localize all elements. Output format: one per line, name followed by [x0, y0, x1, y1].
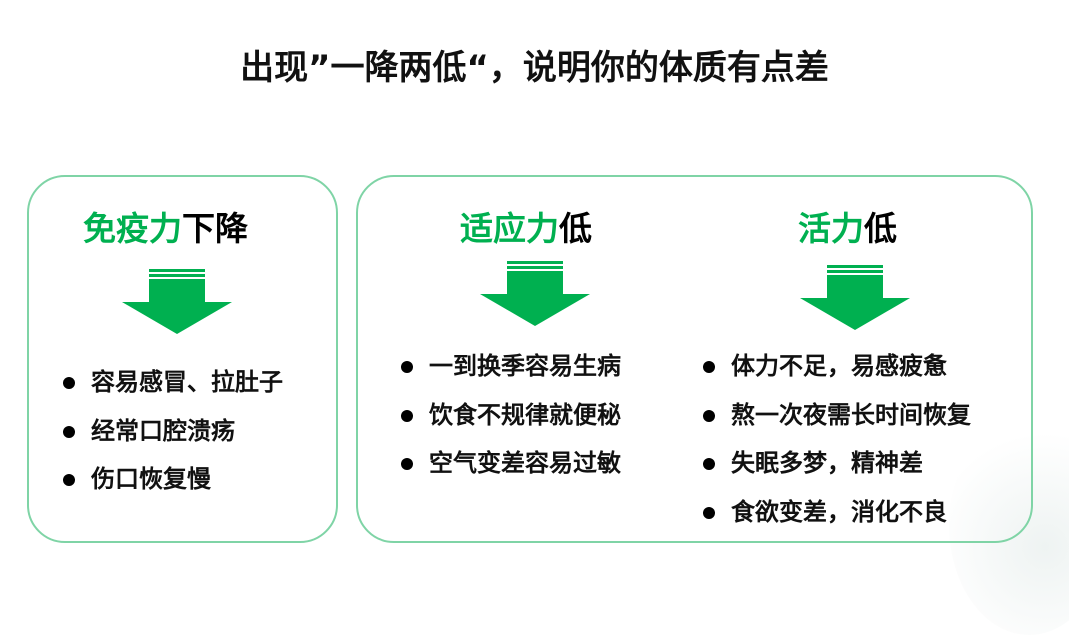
list-item: 空气变差容易过敏: [401, 446, 621, 495]
immunity-list: 容易感冒、拉肚子 经常口腔溃疡 伤口恢复慢: [63, 365, 283, 511]
heading-immunity: 免疫力下降: [83, 202, 248, 250]
down-arrow-icon: [122, 269, 232, 334]
down-arrow-icon: [480, 261, 590, 326]
heading-green: 适应力: [460, 209, 559, 248]
adaptability-list: 一到换季容易生病 饮食不规律就便秘 空气变差容易过敏: [401, 349, 621, 495]
heading-black: 低: [864, 209, 897, 248]
heading-adaptability: 适应力低: [460, 202, 592, 250]
list-item: 一到换季容易生病: [401, 349, 621, 398]
list-item: 饮食不规律就便秘: [401, 398, 621, 447]
heading-black: 低: [559, 209, 592, 248]
list-item: 经常口腔溃疡: [63, 414, 283, 463]
page-title: 出现”一降两低“，说明你的体质有点差: [240, 48, 829, 88]
list-item: 容易感冒、拉肚子: [63, 365, 283, 414]
down-arrow-icon: [800, 265, 910, 330]
list-item: 伤口恢复慢: [63, 462, 283, 511]
panel-immunity-box: [27, 175, 338, 543]
vitality-list: 体力不足，易感疲惫 熬一次夜需长时间恢复 失眠多梦，精神差 食欲变差，消化不良: [703, 349, 971, 543]
heading-green: 活力: [798, 209, 864, 248]
list-item: 体力不足，易感疲惫: [703, 349, 971, 398]
list-item: 熬一次夜需长时间恢复: [703, 398, 971, 447]
list-item: 食欲变差，消化不良: [703, 495, 971, 544]
heading-vitality: 活力低: [798, 202, 897, 250]
heading-black: 下降: [182, 209, 248, 248]
panel-adapt-vitality-box: [356, 175, 1033, 543]
heading-green: 免疫力: [83, 209, 182, 248]
list-item: 失眠多梦，精神差: [703, 446, 971, 495]
